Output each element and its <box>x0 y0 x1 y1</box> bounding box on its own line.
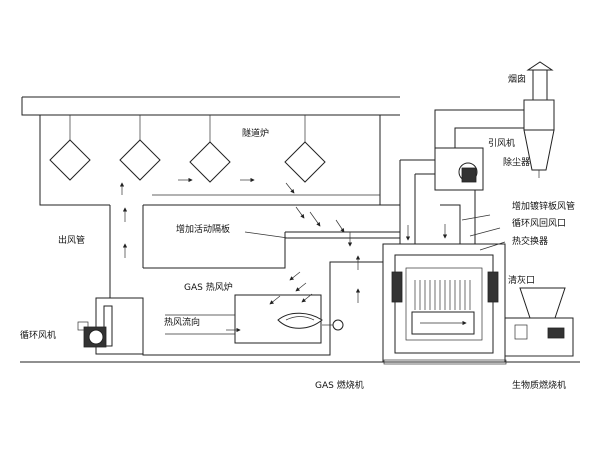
label-biomass-burner: 生物质燃烧机 <box>512 379 566 391</box>
label-galvanized-duct: 增加镀锌板风管 <box>512 200 575 212</box>
label-chimney: 烟囱 <box>508 73 526 85</box>
induced-fan: 引风机 <box>434 109 525 191</box>
label-dust-collector: 除尘器 <box>503 156 530 168</box>
heater-diamond-4 <box>284 115 326 183</box>
galvanized-duct: 增加镀锌板风管 循环风回风口 热交换器 <box>399 159 575 251</box>
heater-diamond-1 <box>49 115 91 181</box>
label-gas-hot-air-furnace: GAS 热风炉 <box>184 281 233 293</box>
movable-partition: 增加活动隔板 <box>176 223 289 239</box>
label-hot-air-direction: 热风流向 <box>164 316 200 328</box>
circulation-fan: 循环风机 <box>20 297 144 355</box>
label-outlet-duct: 出风管 <box>58 234 85 246</box>
chimney: 烟囱 <box>508 61 554 101</box>
gas-hot-air-furnace: GAS 热风炉 热风流向 <box>142 231 400 356</box>
label-circulation-fan: 循环风机 <box>20 329 56 341</box>
biomass-burner: 清灰口 <box>504 274 574 357</box>
tunnel-furnace: 隧道炉 <box>21 96 400 233</box>
label-tunnel-furnace: 隧道炉 <box>242 127 269 139</box>
label-movable-partition: 增加活动隔板 <box>176 223 230 235</box>
flame-icon <box>277 312 323 329</box>
dust-collector: 除尘器 <box>503 99 555 178</box>
label-heat-exchanger: 热交换器 <box>512 235 548 247</box>
exchanger-tubes <box>414 280 471 310</box>
label-return-air-inlet: 循环风回风口 <box>512 217 566 229</box>
heater-diamond-2 <box>119 115 161 181</box>
heat-exchanger-unit <box>382 243 507 365</box>
label-ash-outlet: 清灰口 <box>508 274 535 286</box>
label-induced-fan: 引风机 <box>488 137 515 149</box>
label-gas-burner: GAS 燃烧机 <box>315 379 364 391</box>
outlet-duct: 出风管 <box>58 205 144 298</box>
heater-diamond-3 <box>189 115 231 183</box>
